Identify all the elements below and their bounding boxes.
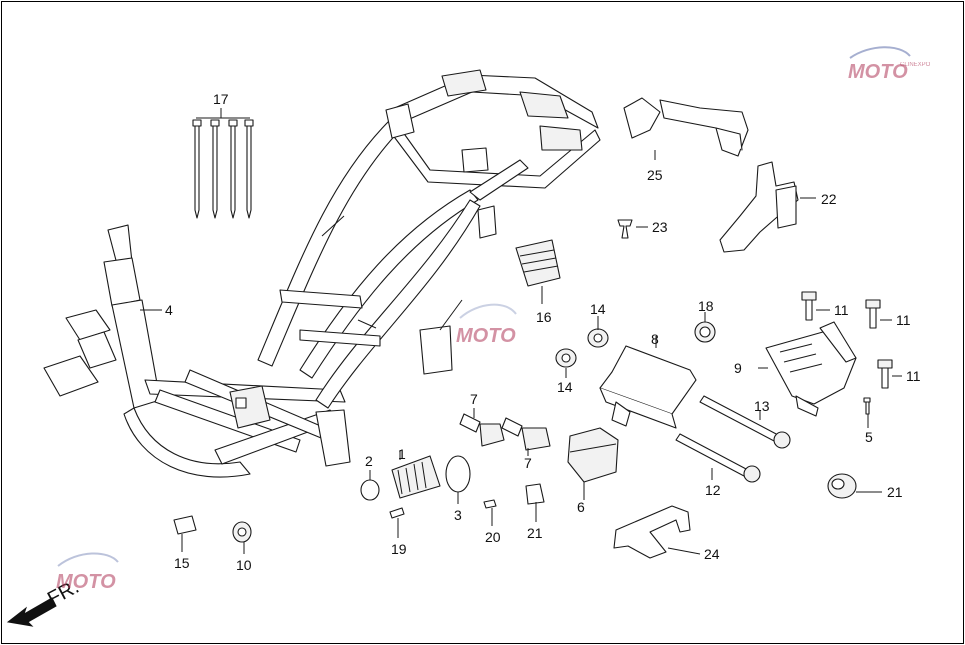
callout-5: 5 xyxy=(865,429,873,445)
leader-lines xyxy=(140,150,902,555)
callout-19: 19 xyxy=(391,541,407,557)
callout-11c: 11 xyxy=(906,368,921,384)
callout-25: 25 xyxy=(647,167,663,183)
cable-ties xyxy=(192,108,254,219)
callout-20: 20 xyxy=(485,529,501,545)
callout-21b: 21 xyxy=(887,484,903,500)
battery-box-9 xyxy=(765,321,857,417)
callout-7a: 7 xyxy=(470,391,478,407)
watermark-text: MOTO xyxy=(456,325,516,347)
clip-23 xyxy=(617,219,633,239)
rubber-block-16 xyxy=(515,239,561,287)
arrow-icon xyxy=(6,597,57,627)
callout-21a: 21 xyxy=(527,525,543,541)
callout-14b: 14 xyxy=(557,379,573,395)
callout-23: 23 xyxy=(652,219,668,235)
callout-16: 16 xyxy=(536,309,552,325)
callout-12: 12 xyxy=(705,482,721,498)
rubber-6 xyxy=(567,427,619,483)
main-frame xyxy=(43,69,601,478)
bracket-22 xyxy=(719,161,799,253)
callout-14a: 14 xyxy=(590,301,606,317)
watermark-text: MOTO xyxy=(56,571,116,593)
bracket-24 xyxy=(613,505,691,559)
callout-2: 2 xyxy=(365,453,373,469)
callout-11a: 11 xyxy=(834,302,849,318)
callout-15: 15 xyxy=(174,555,190,571)
callout-13: 13 xyxy=(754,398,770,414)
callout-18: 18 xyxy=(698,298,714,314)
watermark-logo-center: MOTO xyxy=(456,303,517,347)
callout-17: 17 xyxy=(213,91,229,107)
callout-22: 22 xyxy=(821,191,837,207)
callout-7b: 7 xyxy=(524,455,532,471)
callout-6: 6 xyxy=(577,499,585,515)
callout-24: 24 xyxy=(704,546,720,562)
holder-8 xyxy=(599,345,697,429)
callout-1: 1 xyxy=(398,446,406,462)
fasteners xyxy=(173,473,857,543)
dampers-7 xyxy=(459,413,551,451)
screw-5 xyxy=(863,397,871,415)
watermark-subtext: CLINEXPO xyxy=(900,62,931,68)
bracket-25 xyxy=(623,97,749,157)
callout-3: 3 xyxy=(454,507,462,523)
watermark-logo-bottom: MOTO xyxy=(56,552,119,593)
callout-numbers: 1 2 3 4 5 6 7 7 8 9 10 11 11 11 12 13 14… xyxy=(165,91,921,573)
watermark-text: MOTO xyxy=(848,61,908,83)
bolts-11 xyxy=(801,291,893,389)
grommets xyxy=(555,321,716,368)
callout-8: 8 xyxy=(651,331,659,347)
boot-and-clamps xyxy=(360,455,471,501)
watermark-logo-top: MOTO CLINEXPO xyxy=(848,46,931,83)
callout-4: 4 xyxy=(165,302,173,318)
callout-9: 9 xyxy=(734,360,742,376)
callout-11b: 11 xyxy=(896,312,911,328)
callout-10: 10 xyxy=(236,557,252,573)
long-bolts xyxy=(675,395,791,483)
